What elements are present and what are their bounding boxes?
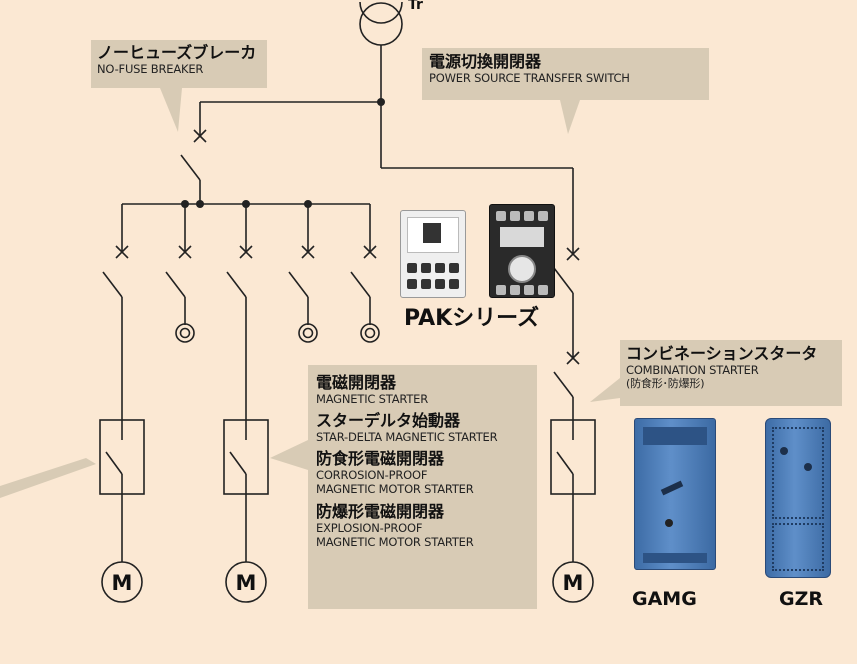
starters-pointer — [270, 440, 308, 470]
transfer-switch-pointer — [560, 100, 580, 134]
combination-starter-callout: コンビネーションスタータ COMBINATION STARTER (防食形･防爆… — [620, 340, 842, 406]
main-breaker-blade — [180, 154, 201, 181]
combination-starter-pointer — [590, 378, 620, 402]
motor-label-1: M — [112, 571, 133, 595]
gzr-enclosure-image — [765, 418, 831, 578]
explosion-proof-starter-en-2: MAGNETIC MOTOR STARTER — [316, 535, 474, 549]
transfer-switch-en: POWER SOURCE TRANSFER SWITCH — [429, 71, 630, 85]
no-fuse-breaker-pointer — [160, 88, 182, 132]
motor-circle-1 — [101, 561, 143, 603]
magnetic-starter-en: MAGNETIC STARTER — [316, 392, 429, 406]
motor-label-3: M — [563, 571, 584, 595]
explosion-proof-starter-jp: 防爆形電磁開閉器 — [316, 502, 445, 521]
gamg-label: GAMG — [632, 588, 697, 610]
corrosion-proof-starter-en-2: MAGNETIC MOTOR STARTER — [316, 482, 474, 496]
main-breaker-x-mark — [193, 129, 207, 143]
explosion-proof-starter-en-1: EXPLOSION-PROOF — [316, 521, 423, 535]
pak-white-contactor-image — [400, 210, 466, 298]
junction-dot — [196, 200, 204, 208]
motor-label-2: M — [236, 571, 257, 595]
transformer-primary-coil — [359, 1, 403, 24]
outlet-symbol — [360, 323, 380, 343]
combination-starter-x-mark — [566, 351, 580, 365]
no-fuse-breaker-en: NO-FUSE BREAKER — [97, 62, 204, 76]
pak-series-label: PAKシリーズ — [404, 306, 540, 331]
magnetic-starter-jp: 電磁開閉器 — [316, 373, 397, 392]
gamg-enclosure-image — [634, 418, 716, 570]
star-delta-starter-en: STAR-DELTA MAGNETIC STARTER — [316, 430, 498, 444]
junction-dot — [181, 200, 189, 208]
no-fuse-breaker-jp: ノーヒューズブレーカ — [97, 43, 257, 62]
transfer-switch-jp: 電源切換開閉器 — [429, 52, 542, 71]
combination-starter-jp: コンビネーションスタータ — [626, 344, 818, 363]
corrosion-proof-starter-jp: 防食形電磁開閉器 — [316, 449, 445, 468]
junction-dot — [242, 200, 250, 208]
motor-circle-2 — [225, 561, 267, 603]
outlet-symbol — [175, 323, 195, 343]
star-delta-starter-jp: スターデルタ始動器 — [316, 411, 461, 430]
outlet-symbol — [298, 323, 318, 343]
transformer-label: Tr — [408, 0, 423, 13]
no-fuse-breaker-callout: ノーヒューズブレーカ NO-FUSE BREAKER — [91, 40, 267, 88]
combination-starter-en: COMBINATION STARTER — [626, 363, 759, 377]
transformer-secondary-coil — [359, 2, 403, 46]
starters-callout: 電磁開閉器 MAGNETIC STARTER スターデルタ始動器 STAR-DE… — [308, 365, 537, 609]
corrosion-proof-starter-en-1: CORROSION-PROOF — [316, 468, 428, 482]
combination-starter-note: (防食形･防爆形) — [626, 377, 705, 390]
junction-dot — [304, 200, 312, 208]
transfer-switch-callout: 電源切換開閉器 POWER SOURCE TRANSFER SWITCH — [422, 48, 709, 100]
transfer-switch-x-mark — [566, 247, 580, 261]
pak-black-starter-image — [489, 204, 555, 298]
motor-circle-3 — [552, 561, 594, 603]
left-edge-pointer — [0, 458, 96, 498]
junction-dot — [377, 98, 385, 106]
gzr-label: GZR — [779, 588, 824, 610]
